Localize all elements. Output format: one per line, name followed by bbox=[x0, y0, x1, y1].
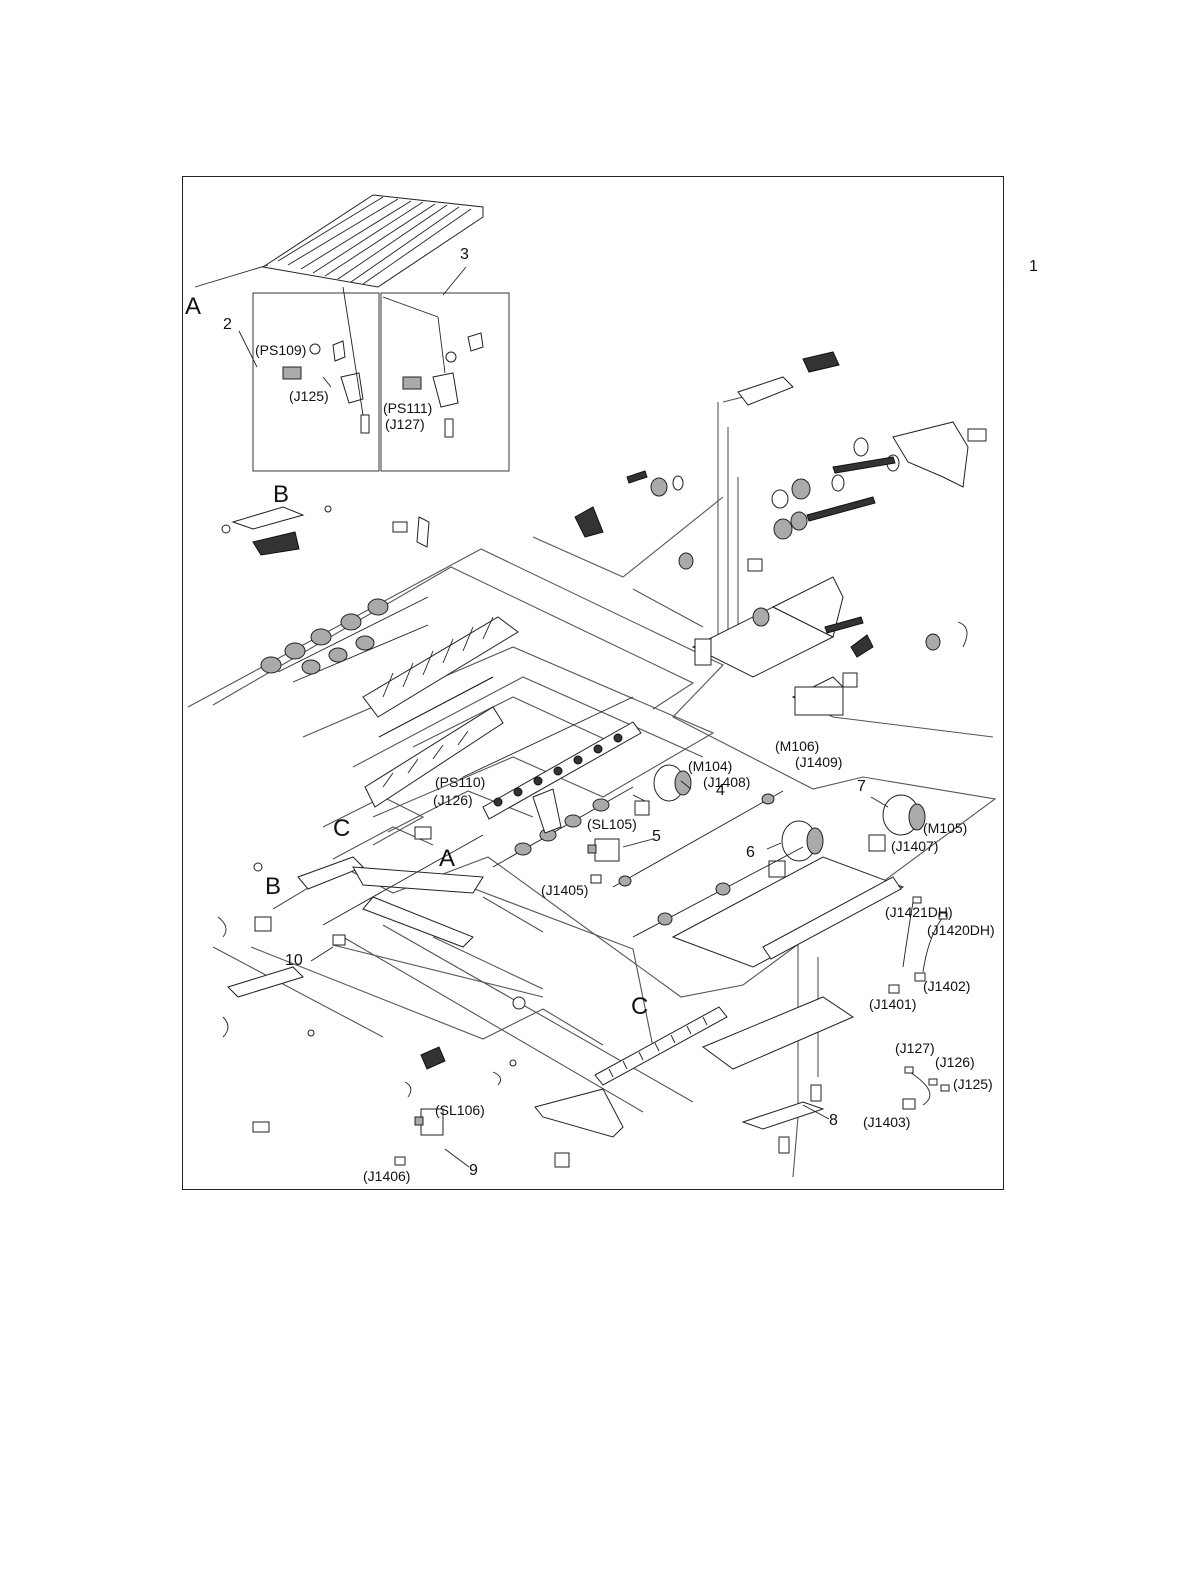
wiring-harness-lower bbox=[903, 1067, 949, 1109]
ref-j127-a: (J127) bbox=[385, 417, 425, 431]
ref-sl106: (SL106) bbox=[435, 1103, 485, 1117]
motor-m104 bbox=[635, 765, 691, 815]
ref-j126-a: (J126) bbox=[433, 793, 473, 807]
ref-ps110: (PS110) bbox=[435, 775, 485, 789]
ref-j1405: (J1405) bbox=[541, 883, 588, 897]
detail-label-b-top: B bbox=[273, 483, 289, 507]
callout-7: 7 bbox=[857, 779, 866, 795]
ref-j126-b: (J126) bbox=[935, 1055, 975, 1069]
ref-j125-a: (J125) bbox=[289, 389, 329, 403]
callout-3: 3 bbox=[460, 247, 469, 263]
detail-label-a-mid: A bbox=[439, 847, 455, 871]
ref-j1409: (J1409) bbox=[795, 755, 842, 769]
ref-j1403: (J1403) bbox=[863, 1115, 910, 1129]
detail-label-a-top: A bbox=[185, 295, 201, 319]
detail-label-c-right: C bbox=[631, 995, 648, 1019]
ref-m106: (M106) bbox=[775, 739, 819, 753]
diagram-frame: 1 2 3 4 5 6 7 8 9 10 A A B B C C (PS109)… bbox=[182, 176, 1004, 1190]
callout-1: 1 bbox=[1029, 259, 1038, 275]
ref-m105: (M105) bbox=[923, 821, 967, 835]
paper-guide-lower bbox=[365, 707, 503, 839]
assembly-2-parts bbox=[283, 287, 369, 433]
callout-8: 8 bbox=[829, 1113, 838, 1129]
callout-9: 9 bbox=[469, 1163, 478, 1179]
gear-train bbox=[575, 438, 899, 633]
ref-j127-b: (J127) bbox=[895, 1041, 935, 1055]
ref-j1402: (J1402) bbox=[923, 979, 970, 993]
detail-b-top-parts bbox=[222, 506, 331, 555]
callout-10: 10 bbox=[285, 953, 303, 969]
exploded-parts-drawing bbox=[183, 177, 1005, 1191]
callout-6: 6 bbox=[746, 845, 755, 861]
detail-label-c-left: C bbox=[333, 817, 350, 841]
ref-j1406: (J1406) bbox=[363, 1169, 410, 1183]
output-tray bbox=[195, 195, 483, 287]
ref-j1401: (J1401) bbox=[869, 997, 916, 1011]
callout-5: 5 bbox=[652, 829, 661, 845]
ref-sl105: (SL105) bbox=[587, 817, 637, 831]
lower-center-parts bbox=[395, 997, 623, 1167]
detail-label-b-low: B bbox=[265, 875, 281, 899]
ref-j1421dh: (J1421DH) bbox=[885, 905, 953, 919]
left-lower-frame bbox=[218, 835, 483, 1132]
ref-ps111: (PS111) bbox=[383, 401, 432, 415]
ref-j125-b: (J125) bbox=[953, 1077, 993, 1091]
ref-m104: (M104) bbox=[688, 759, 732, 773]
ref-j1407: (J1407) bbox=[891, 839, 938, 853]
callout-2: 2 bbox=[223, 317, 232, 333]
ref-ps109: (PS109) bbox=[255, 343, 306, 357]
ref-j1420dh: (J1420DH) bbox=[927, 923, 995, 937]
ref-j1408: (J1408) bbox=[703, 775, 750, 789]
